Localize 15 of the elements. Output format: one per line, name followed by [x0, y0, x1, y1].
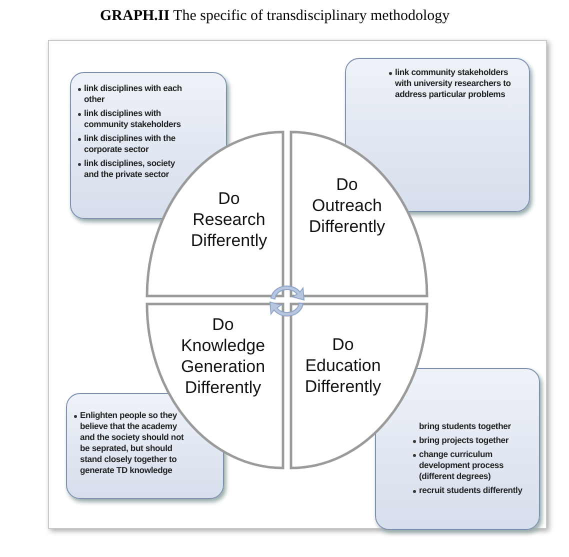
- bullet-text: link community stakeholders with university researchers to address particular problems: [388, 67, 518, 100]
- bullet-text: link disciplines with community stakeholders: [77, 108, 189, 130]
- bullet-text: link disciplines, society and the private sector: [77, 158, 189, 180]
- diagram-title: GRAPH.II The specific of transdisciplinary methodology: [100, 8, 450, 25]
- quadrant-label: Do Outreach Differently: [308, 174, 386, 237]
- bullet-text: change curriculum development process (different degrees): [412, 449, 534, 482]
- bullet-text: bring students together: [418, 421, 512, 432]
- quadrant-label: Do Education Differently: [304, 334, 382, 397]
- bullet-text: Enlighten people so they believe that the academy and the society should not be seprated, but should stand closely together to generate TD knowledge: [73, 410, 191, 476]
- bullet-text: link disciplines with the corporate sector: [77, 133, 189, 155]
- bullet-text: recruit students differently: [412, 485, 534, 496]
- bullet-text: link disciplines with each other: [77, 83, 189, 105]
- quadrant-label: Do Knowledge Generation Differently: [180, 314, 266, 398]
- quadrant-label: Do Research Differently: [190, 188, 268, 251]
- bullet-text: bring projects together: [412, 435, 534, 446]
